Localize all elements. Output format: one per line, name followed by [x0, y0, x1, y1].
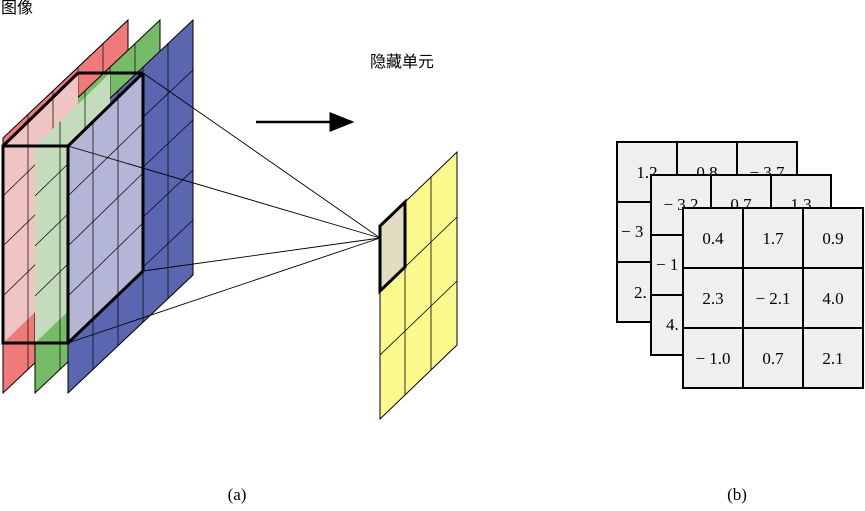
matrix-cell: 2.1 — [822, 349, 843, 368]
receptive-field — [1, 71, 145, 345]
matrix-cell: 1.7 — [762, 229, 784, 248]
matrix-cell: 2.3 — [702, 289, 723, 308]
feature-map-plane — [379, 150, 458, 421]
hidden-unit-label: 隐藏单元 — [370, 52, 434, 71]
matrix-cell: 4.0 — [822, 289, 843, 308]
matrix-cell: 0.9 — [822, 229, 843, 248]
hidden-unit-cell — [378, 198, 407, 295]
matrix-cell: − 2.1 — [755, 289, 790, 308]
matrix-cell: − 1 — [656, 255, 678, 274]
matrix-cell: 2. — [634, 283, 647, 302]
image-label: 图像 — [1, 0, 33, 17]
input-image — [1, 18, 194, 395]
matrix-cell: 0.4 — [702, 229, 724, 248]
caption-a: (a) — [228, 485, 247, 504]
feature-map — [378, 150, 458, 421]
matrix-cell: 4. — [666, 315, 679, 334]
matrix-stack: 1.2 0.8 − 3.7 − 3 2. − 3.2 0.7 1.3 − 1 4… — [616, 141, 864, 389]
caption-b: (b) — [727, 485, 747, 504]
projection-lines — [67, 72, 381, 344]
matrix-cell: 0.7 — [762, 349, 784, 368]
matrix-cell: − 1.0 — [695, 349, 730, 368]
matrix-front: 0.4 1.7 0.9 2.3 − 2.1 4.0 − 1.0 0.7 2.1 — [682, 207, 864, 389]
matrix-cell: − 3 — [621, 222, 643, 241]
